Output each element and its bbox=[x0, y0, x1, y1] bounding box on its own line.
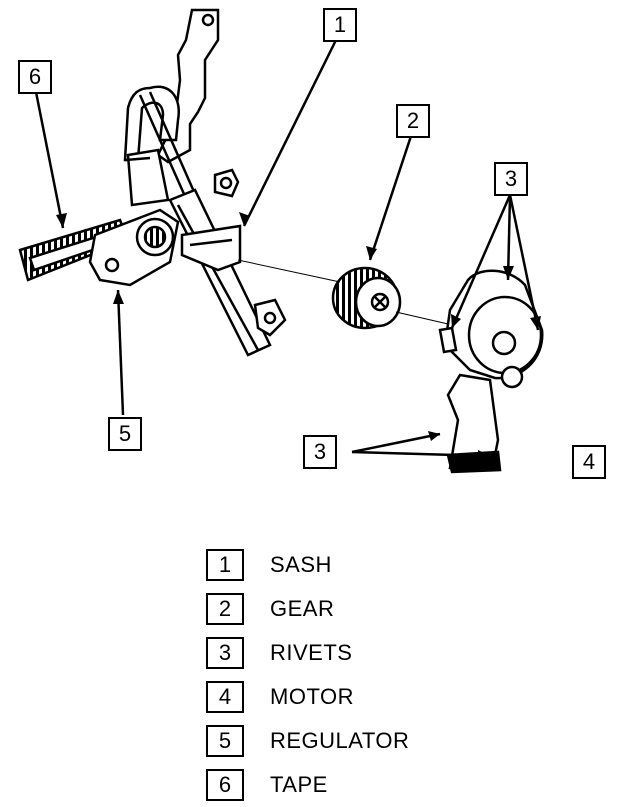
callout-6: 6 bbox=[18, 60, 52, 94]
regulator-frame bbox=[123, 8, 240, 231]
callout-3-bottom: 3 bbox=[303, 435, 337, 469]
legend-item: 4 MOTOR bbox=[206, 675, 409, 719]
legend-label: MOTOR bbox=[270, 684, 354, 709]
leader-lines bbox=[34, 35, 540, 458]
legend-number: 4 bbox=[206, 681, 244, 713]
legend-label: REGULATOR bbox=[270, 728, 410, 753]
legend-item: 2 GEAR bbox=[206, 587, 409, 631]
legend-label: GEAR bbox=[270, 596, 335, 621]
legend-number: 3 bbox=[206, 637, 244, 669]
legend-label: SASH bbox=[270, 552, 332, 577]
legend-number: 5 bbox=[206, 725, 244, 757]
legend-number: 1 bbox=[206, 549, 244, 581]
sash-channel bbox=[168, 188, 287, 357]
legend-item: 6 TAPE bbox=[206, 763, 409, 807]
alignment-lines bbox=[237, 259, 449, 325]
regulator-arm bbox=[88, 148, 180, 287]
legend-label: TAPE bbox=[270, 772, 328, 797]
motor bbox=[438, 269, 544, 474]
arrowheads bbox=[56, 212, 541, 461]
gear bbox=[331, 266, 402, 330]
legend-number: 6 bbox=[206, 769, 244, 801]
legend-label: RIVETS bbox=[270, 640, 353, 665]
legend-item: 1 SASH bbox=[206, 543, 409, 587]
legend-item: 5 REGULATOR bbox=[206, 719, 409, 763]
callout-1: 1 bbox=[323, 8, 357, 42]
callout-5: 5 bbox=[108, 417, 142, 451]
callout-4: 4 bbox=[572, 445, 606, 479]
legend-item: 3 RIVETS bbox=[206, 631, 409, 675]
legend: 1 SASH 2 GEAR 3 RIVETS 4 MOTOR 5 REGULAT… bbox=[206, 543, 409, 807]
legend-number: 2 bbox=[206, 593, 244, 625]
callout-3-top: 3 bbox=[494, 162, 528, 196]
callout-2: 2 bbox=[396, 104, 430, 138]
